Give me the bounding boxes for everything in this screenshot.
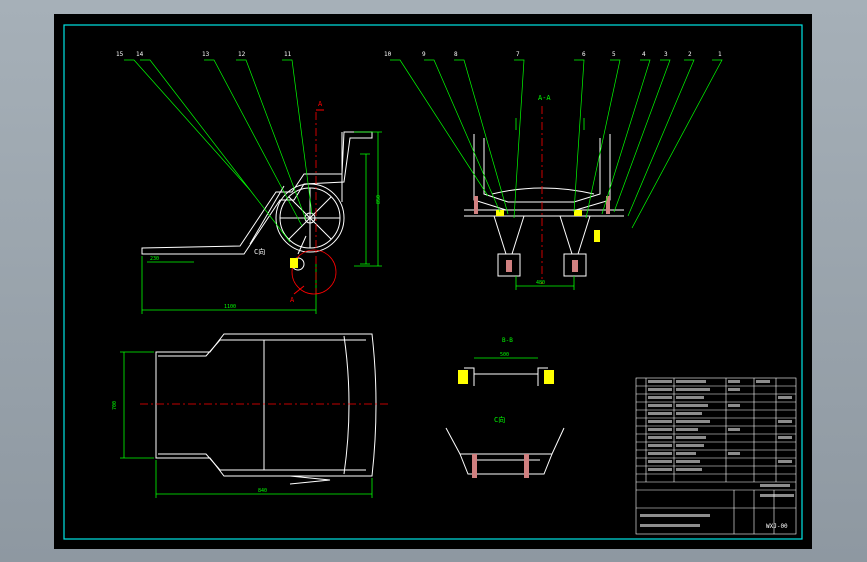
callout-15: 15 [116,51,124,58]
callout-11: 11 [284,51,292,58]
dim-track: 480 [536,280,545,286]
callout-6: 6 [582,51,586,58]
cad-drawing: A A C向 1100 850 230 15 14 13 12 11 [63,24,803,540]
section-marker-a-bottom: A [290,296,295,304]
view-c [445,427,565,475]
drawing-canvas: A A C向 1100 850 230 15 14 13 12 11 [54,14,812,549]
section-a-a-label: A-A [538,94,551,102]
dim-wheelbase: 500 [500,352,509,358]
callout-labels-right: 10 9 8 7 6 5 4 3 2 1 [384,51,722,58]
callout-leaders-right [390,59,723,229]
callout-13: 13 [202,51,210,58]
plan-view-dims [120,351,373,498]
drawing-number: WXJ-00 [766,523,788,530]
view-c-label: C向 [494,415,505,424]
callout-labels-left: 15 14 13 12 11 [116,51,292,58]
section-a-a-accents [496,210,600,242]
dim-height: 850 [376,195,382,204]
section-marker-a-top: A [318,100,323,108]
view-b-b-parts [458,370,554,384]
callout-3: 3 [664,51,668,58]
c-view-marker: C向 [254,247,265,256]
view-c-parts [472,454,529,478]
title-block [635,377,797,535]
plan-view [155,333,377,485]
callout-5: 5 [612,51,616,58]
title-block-fill [640,380,794,527]
section-a-a [464,134,624,277]
section-a-a-dims [515,118,585,290]
callout-8: 8 [454,51,458,58]
section-a-a-parts [474,196,610,272]
view-b-b [464,367,548,386]
side-view-extras: A A C向 1100 850 230 [150,100,382,310]
callout-9: 9 [422,51,426,58]
callout-leaders-left [124,59,313,243]
dim-front-width: 700 [112,401,118,410]
callout-1: 1 [718,51,722,58]
dim-overall-length: 1100 [224,304,236,310]
callout-10: 10 [384,51,392,58]
callout-12: 12 [238,51,246,58]
view-b-b-label: B-B [502,337,513,344]
callout-14: 14 [136,51,144,58]
dim-caster-height: 230 [150,256,159,262]
callout-7: 7 [516,51,520,58]
callout-4: 4 [642,51,646,58]
dim-seat-length: 840 [258,488,267,494]
callout-2: 2 [688,51,692,58]
drawing-border [63,24,803,540]
